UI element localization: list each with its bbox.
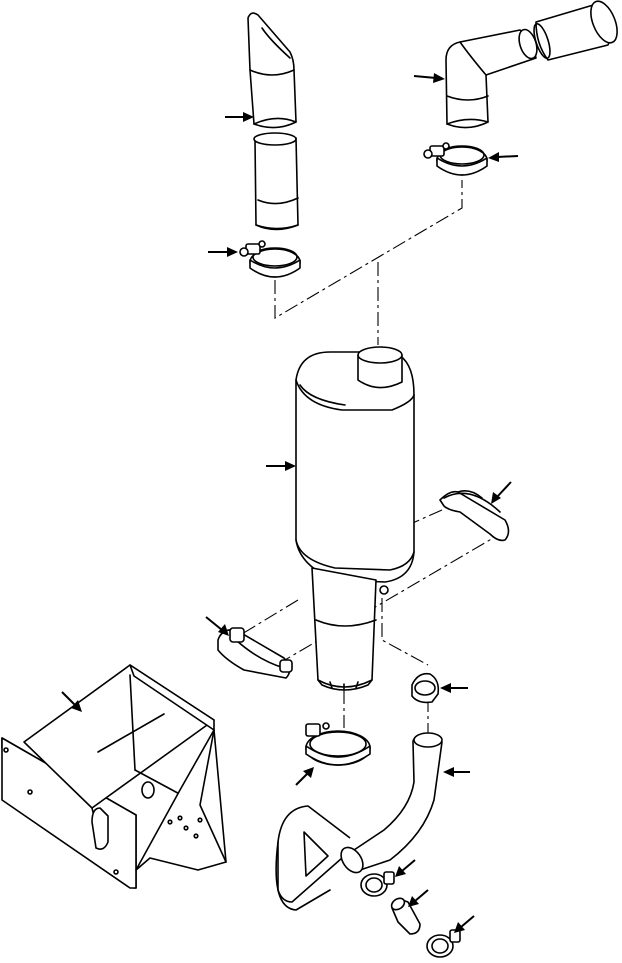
inlet-tube [275, 732, 443, 911]
elbow-pipe-extension [533, 0, 618, 61]
tailpipe-arrow [225, 112, 254, 122]
hose-clamp-lower-arrow [454, 915, 475, 933]
inlet-pipe-clamp-arrow [295, 767, 314, 786]
hose-clamp-upper [360, 871, 395, 897]
tailpipe-upper [247, 12, 297, 129]
coupler-arrow [408, 889, 429, 907]
small-clamp-arrow [440, 683, 468, 693]
assembly-center-lines [231, 180, 501, 735]
inlet-tube-arrow [443, 767, 470, 777]
inlet-pipe-clamp [305, 722, 371, 766]
upper-clamp-right-arrow [488, 152, 519, 162]
muffler [295, 351, 415, 583]
muffler-strap-right-arrow [491, 481, 512, 504]
muffler-strap-left-arrow [205, 616, 229, 636]
coupler [390, 897, 421, 935]
elbow-pipe [445, 28, 538, 129]
hose-clamp-upper-arrow [395, 859, 416, 877]
mounting-bracket [1, 664, 227, 889]
muffler-strap-left [217, 627, 293, 679]
muffler-strap-right [439, 490, 510, 542]
mounting-bracket-arrow [61, 691, 82, 712]
elbow-pipe-arrow [413, 73, 445, 83]
upper-clamp-left-arrow [208, 247, 238, 257]
muffler-inlet-pipe [311, 567, 389, 691]
small-clamp [411, 672, 440, 704]
upper-clamp-left [239, 240, 301, 278]
upper-clamp-right [423, 142, 488, 176]
muffler-outlet-pipe [357, 346, 403, 389]
tailpipe-lower [253, 132, 299, 231]
hose-clamp-lower [426, 929, 461, 958]
muffler-arrow [266, 461, 296, 471]
